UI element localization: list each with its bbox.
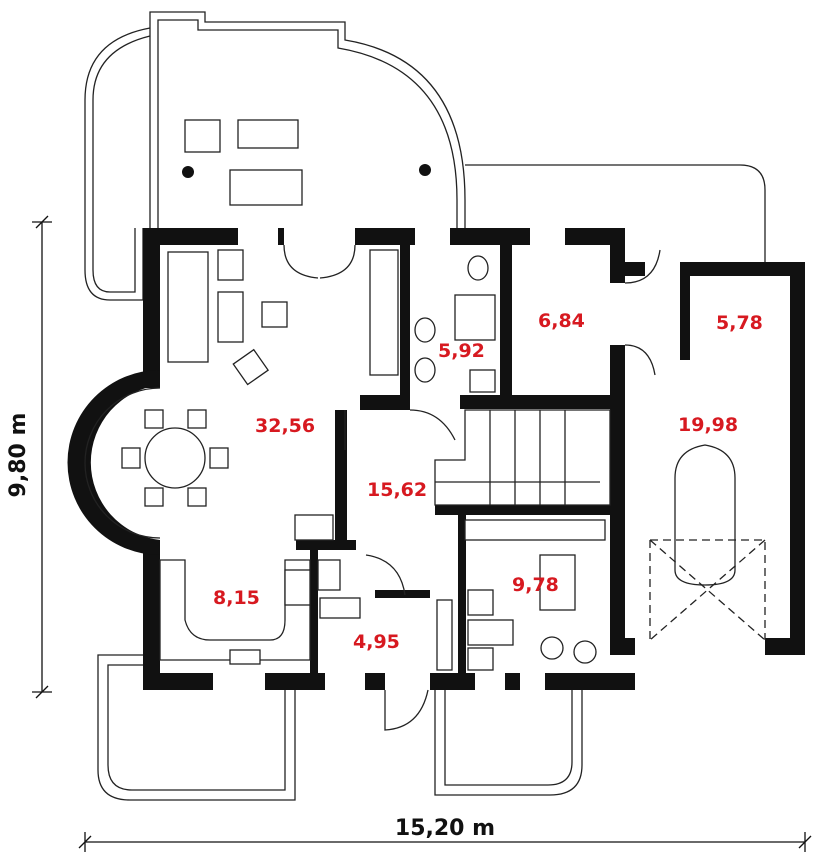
cabinet-icon [317, 559, 341, 591]
table-icon [467, 619, 514, 646]
stove-icon [284, 569, 311, 606]
room-area-garage: 19,98 [678, 414, 738, 436]
washer-icon [469, 369, 496, 393]
staircase [434, 409, 611, 506]
washbasin-icon [414, 357, 436, 383]
room-area-vestibule: 4,95 [353, 631, 400, 653]
sink-icon [229, 649, 261, 665]
doors [283, 244, 661, 731]
column-icon [419, 164, 431, 176]
wardrobe-icon [464, 519, 606, 541]
bay-window [67, 370, 161, 555]
cabinet-icon [436, 599, 453, 671]
armchair-icon [467, 589, 494, 616]
fireplace-icon [294, 514, 334, 541]
dining-table-icon [144, 427, 206, 489]
sofa-icon [229, 169, 303, 206]
armchair-icon [467, 647, 494, 671]
chair-icon [187, 409, 207, 429]
height-dimension-label: 9,80 m [6, 413, 31, 498]
table-icon [217, 291, 244, 343]
room-area-living: 32,56 [255, 415, 315, 437]
room-area-room-b: 5,78 [716, 312, 763, 334]
sofa-icon [167, 251, 209, 363]
chair-icon [144, 487, 164, 507]
garage-door [649, 539, 766, 641]
chair-icon [187, 487, 207, 507]
bottom-terrace [97, 654, 583, 801]
cabinet-icon [319, 597, 361, 619]
shower-icon [454, 294, 496, 341]
walls [143, 228, 805, 690]
armchair-icon [232, 348, 270, 386]
room-area-kitchen: 8,15 [213, 587, 260, 609]
room-area-office: 9,78 [512, 574, 559, 596]
chair-icon [121, 447, 141, 469]
chair-icon [209, 447, 229, 469]
car-icon [674, 444, 736, 586]
armchair-icon [261, 301, 288, 328]
wardrobe-icon [369, 249, 399, 376]
dimension-lines: 9,80 m 15,20 m [6, 215, 812, 852]
chair-icon [144, 409, 164, 429]
top-terrace [84, 11, 766, 301]
plant-icon [573, 640, 597, 664]
plant-icon [540, 636, 564, 660]
width-dimension-label: 15,20 m [395, 816, 495, 841]
washbasin-icon [414, 317, 436, 343]
furniture [121, 249, 766, 671]
room-area-hall: 15,62 [367, 479, 427, 501]
room-area-bathroom: 5,92 [438, 340, 485, 362]
room-labels: 32,56 5,92 6,84 5,78 19,98 15,62 8,15 4,… [213, 310, 763, 653]
desk-icon [539, 554, 576, 611]
armchair-icon [184, 119, 221, 153]
room-area-room-a: 6,84 [538, 310, 585, 332]
armchair-icon [217, 249, 244, 281]
toilet-icon [467, 255, 489, 281]
column-icon [182, 166, 194, 178]
table-icon [237, 119, 299, 149]
